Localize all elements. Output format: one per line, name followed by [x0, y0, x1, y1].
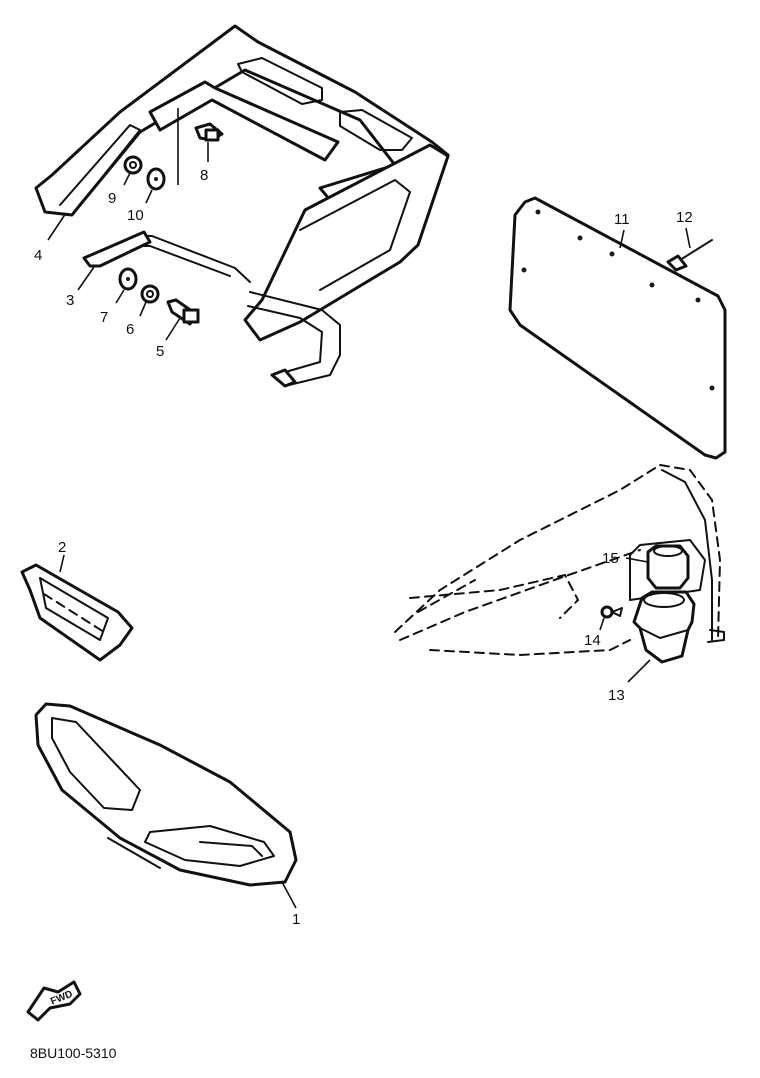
part-13-housing — [627, 590, 696, 683]
callout-11: 11 — [614, 211, 630, 228]
part-4-carrier-frame — [34, 24, 450, 342]
part-15-socket — [625, 544, 690, 590]
callout-3: 3 — [66, 292, 74, 309]
part-11-panel — [508, 196, 727, 460]
callout-7: 7 — [100, 309, 108, 326]
tail-light-assembly — [394, 463, 725, 657]
callout-4: 4 — [34, 247, 42, 264]
part-7-washer — [115, 267, 138, 304]
callout-1: 1 — [292, 911, 300, 928]
callout-2: 2 — [58, 539, 66, 556]
callout-9: 9 — [108, 190, 116, 207]
callout-14: 14 — [584, 632, 601, 649]
part-5-bolt — [165, 298, 200, 341]
part-8-bolt — [177, 108, 224, 185]
callout-13: 13 — [608, 687, 625, 704]
callout-8: 8 — [200, 167, 208, 184]
part-6-nut — [139, 284, 160, 317]
part-10-washer — [145, 167, 166, 204]
callout-10: 10 — [127, 207, 144, 224]
part-14-bulb — [599, 605, 623, 631]
callout-12: 12 — [676, 209, 693, 226]
callout-15: 15 — [602, 550, 619, 567]
callout-6: 6 — [126, 321, 134, 338]
part-12-screw — [666, 227, 713, 272]
part-9-nut — [123, 155, 143, 186]
part-1-cowling — [34, 702, 298, 909]
callout-5: 5 — [156, 343, 164, 360]
hardware-group — [115, 108, 224, 341]
part-2-reflector — [20, 554, 134, 662]
diagram-code: 8BU100-5310 — [30, 1045, 117, 1061]
fwd-arrow-icon: FWD — [26, 980, 82, 1022]
part-3-grab-rail — [77, 230, 341, 388]
